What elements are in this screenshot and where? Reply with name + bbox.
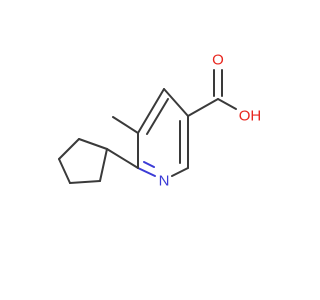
carbonyl-oxygen-label: O bbox=[212, 52, 224, 69]
ring-bond-c2-c3-inner bbox=[146, 98, 169, 135]
ring-bond-c5-n bbox=[171, 167, 189, 177]
molecule-structure: O OH N bbox=[58, 52, 262, 190]
carboxylic-acid-group: O OH bbox=[187, 52, 262, 125]
ring-nitrogen-label: N bbox=[159, 173, 170, 190]
bond-ring-to-carboxyl bbox=[187, 98, 219, 117]
ring-bond-n-c6-inner bbox=[143, 161, 155, 168]
cyclopentyl-bond-2 bbox=[58, 138, 80, 160]
cyclopentyl-bond-1 bbox=[78, 138, 108, 150]
cyclopentyl-bond-3 bbox=[58, 158, 71, 184]
ring-bond-c2-c3 bbox=[137, 88, 165, 134]
bond-carboxyl-to-oh bbox=[217, 98, 237, 110]
pyridine-ring bbox=[112, 88, 189, 177]
ring-bond-n-c6 bbox=[137, 167, 156, 177]
cyclopentyl-bond-4 bbox=[69, 180, 101, 184]
hydroxyl-oxygen-label: OH bbox=[239, 108, 262, 125]
ring-bond-c2-top bbox=[112, 116, 139, 134]
ring-bond-c3-c4 bbox=[163, 88, 189, 117]
cyclopentyl-bond-5 bbox=[99, 148, 108, 182]
cyclopentyl-ring bbox=[58, 138, 139, 184]
bond-ring-to-cyclopentyl bbox=[106, 148, 139, 169]
